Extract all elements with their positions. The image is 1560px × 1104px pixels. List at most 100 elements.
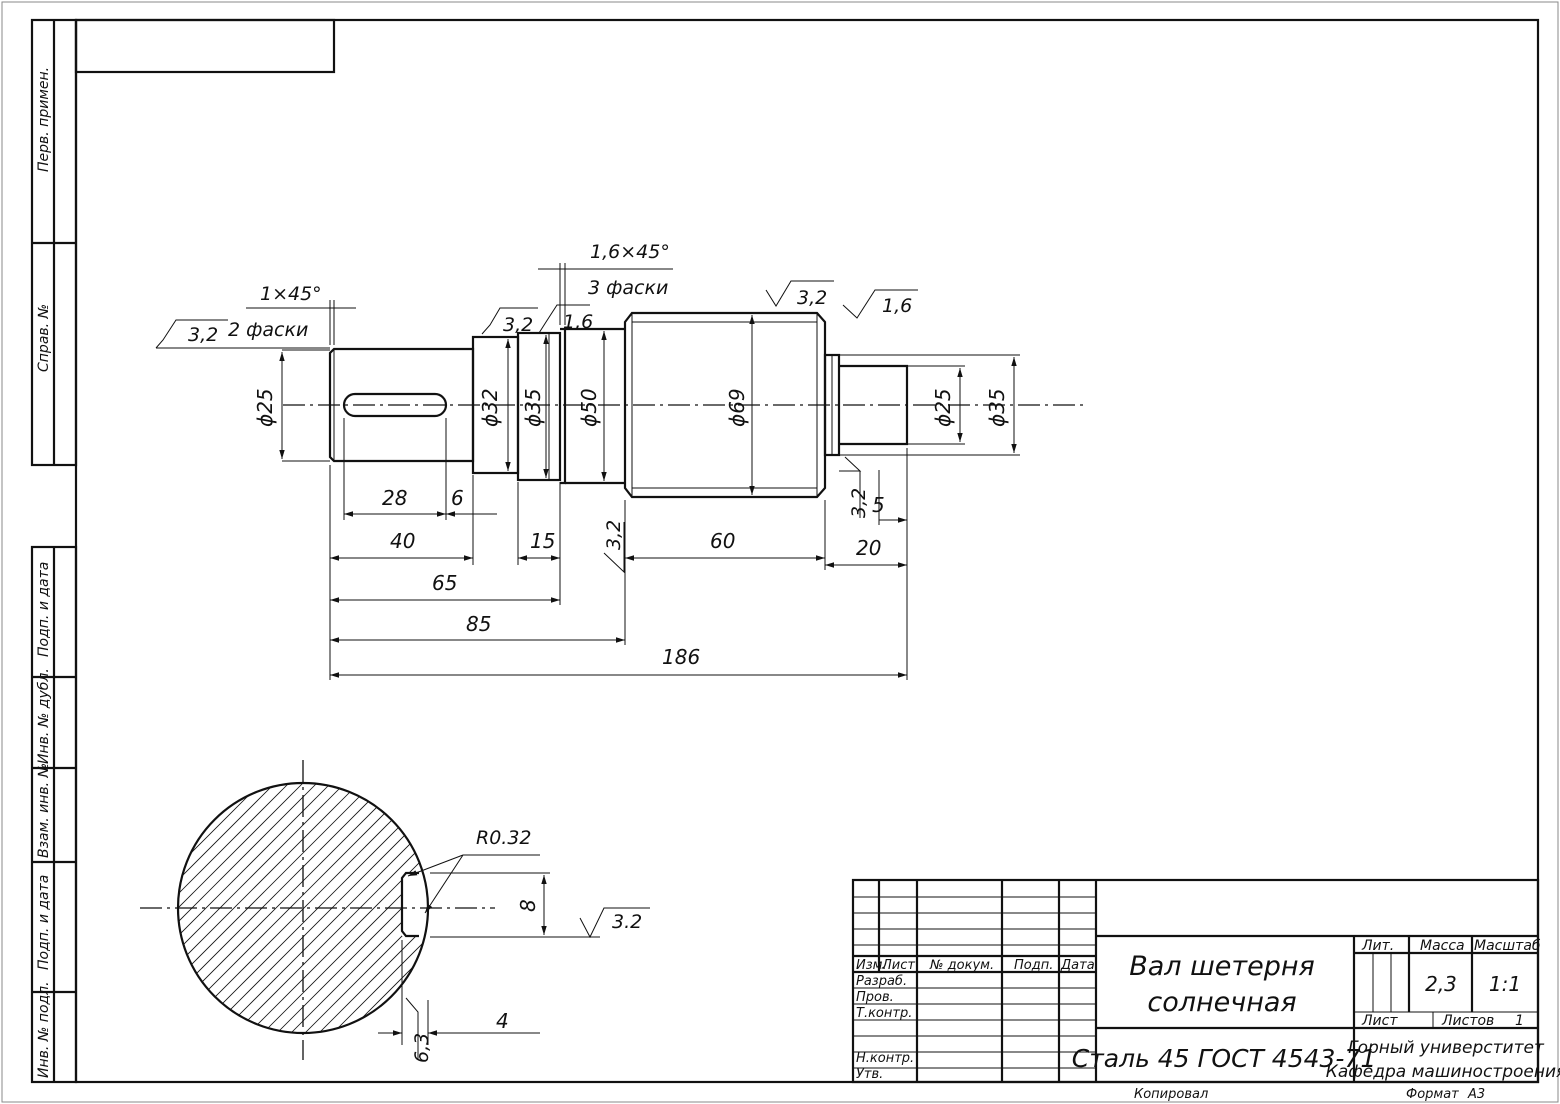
dia-35-right-label: ϕ35 (985, 388, 1009, 427)
shaft-step-d69 (623, 311, 827, 499)
section-view: R0.32 8 3.2 4 6,3 (140, 740, 878, 1063)
section-radius-label: R0.32 (476, 827, 532, 849)
tb-mass-label: Масса (1420, 938, 1465, 954)
hatch-line (395, 783, 428, 1033)
hatch-line (178, 783, 193, 1033)
tb-org-line2: Кафедра машиностроения (1326, 1062, 1560, 1082)
hatch-line (452, 740, 752, 1040)
hatch-line (339, 783, 428, 1033)
tb-mass-value: 2,3 (1425, 972, 1457, 996)
hatch-line (178, 783, 333, 1033)
hatch-line (178, 783, 347, 1033)
tb-doc-no: № докум. (929, 958, 994, 973)
dim-85-label: 85 (466, 612, 491, 636)
tb-scale-label: Масштаб (1474, 938, 1541, 954)
tb-podp: Подп. (1014, 958, 1053, 973)
dia-50-label: ϕ50 (577, 388, 601, 427)
tb-razrab: Разраб. (856, 974, 907, 989)
hatch-line (178, 783, 361, 1033)
hatch-line (536, 740, 836, 1040)
title-block: Изм. Лист № докум. Подп. Дата Разраб. Пр… (851, 878, 1560, 1102)
dim-20-label: 20 (856, 536, 881, 560)
tb-list: Лист (881, 958, 915, 973)
tb-scale-value: 1:1 (1489, 972, 1521, 996)
hatch-line (480, 740, 780, 1040)
dia-25-left-label: ϕ25 (253, 388, 277, 427)
dim-65-label: 65 (432, 571, 457, 595)
roughness-mark-mid (603, 522, 625, 574)
hatch-line (550, 740, 850, 1040)
hatch-line (494, 740, 794, 1040)
stamp-inv-podl: Инв. № подл. (36, 981, 52, 1078)
dim-60-label: 60 (710, 529, 735, 553)
tb-format-label: Формат (1406, 1087, 1459, 1102)
roughness-d32-label: 3,2 (503, 314, 533, 336)
tb-prov: Пров. (856, 990, 894, 1005)
stamp-vzam-inv: Взам. инв. № (36, 763, 52, 858)
roughness-mark-d32 (481, 307, 538, 335)
tb-sheet-label: Лист (1361, 1013, 1398, 1029)
dim-5-label: 5 (872, 493, 885, 517)
dim-40-label: 40 (390, 529, 415, 553)
dim-28-label: 28 (382, 486, 407, 510)
shaft-step-d50 (560, 327, 567, 485)
tb-material: Сталь 45 ГОСТ 4543-71 (1072, 1044, 1377, 1073)
hatch-line (227, 783, 428, 1033)
hatch-line (297, 783, 428, 1033)
chamfer-left-count: 2 фаски (228, 319, 308, 341)
roughness-mid-label: 3,2 (603, 520, 625, 550)
hatch-line (353, 783, 428, 1033)
dia-35-left-label: ϕ35 (521, 388, 545, 427)
hatch-line (423, 783, 428, 1033)
section-hatching (178, 740, 878, 1040)
stamp-podp-data-2: Подп. и дата (36, 875, 52, 970)
hatch-line (178, 783, 179, 1033)
roughness-d35-label: 1,6 (563, 311, 593, 333)
hatch-line (564, 740, 864, 1040)
left-stamp-column: Перв. примен. Справ. № Подп. и дата Инв.… (30, 18, 78, 1084)
chamfer-right-count: 3 фаски (588, 277, 668, 299)
keyway-slot (342, 392, 448, 418)
roughness-mark-d35 (538, 304, 590, 334)
dim-186-label: 186 (662, 645, 700, 669)
roughness-mark-d69-right (842, 289, 918, 319)
section-roughness-mark (579, 907, 650, 939)
hatch-line (178, 783, 428, 1033)
tb-tkontr: Т.контр. (856, 1006, 912, 1021)
dia-32-label: ϕ32 (478, 388, 502, 427)
roughness-right-end-label: 3,2 (848, 488, 870, 518)
hatch-line (508, 740, 808, 1040)
stamp-inv-dubl: Инв. № дубл. (36, 668, 52, 764)
section-dim-4-label: 4 (496, 1009, 509, 1033)
hatch-line (578, 740, 878, 1040)
chamfer-right-label: 1,6×45° (590, 241, 670, 263)
hatch-line (438, 740, 738, 1040)
hatch-line (178, 783, 375, 1033)
hatch-line (311, 783, 428, 1033)
roughness-mark-right-end (839, 456, 862, 472)
roughness-d69-right-label: 1,6 (882, 295, 912, 317)
roughness-d69-label: 3,2 (797, 287, 827, 309)
hatch-line (283, 783, 428, 1033)
hatch-line (178, 783, 389, 1033)
shaft-view: ϕ25 ϕ32 ϕ35 ϕ50 ϕ69 ϕ25 ϕ35 1×45° 2 фаск… (155, 241, 1085, 680)
hatch-line (199, 783, 428, 1033)
shaft-step-d25-right (839, 364, 909, 446)
roughness-mark-d69 (765, 280, 834, 307)
section-roughness-label: 3.2 (612, 911, 642, 933)
dim-15-label: 15 (530, 529, 555, 553)
hatch-line (185, 783, 428, 1033)
tb-lit-label: Лит. (1361, 938, 1394, 954)
stamp-perv-primen: Перв. примен. (36, 67, 52, 172)
hatch-line (325, 783, 428, 1033)
top-left-box (74, 18, 336, 74)
tb-format-value: А3 (1467, 1087, 1485, 1102)
hatch-line (466, 740, 766, 1040)
section-dim-8-label: 8 (516, 899, 540, 912)
tb-name-line2: солнечная (1147, 987, 1296, 1018)
section-dim-63-label: 6,3 (411, 1033, 433, 1063)
tb-org-line1: Горный универститет (1348, 1038, 1545, 1058)
hatch-line (409, 783, 428, 1033)
